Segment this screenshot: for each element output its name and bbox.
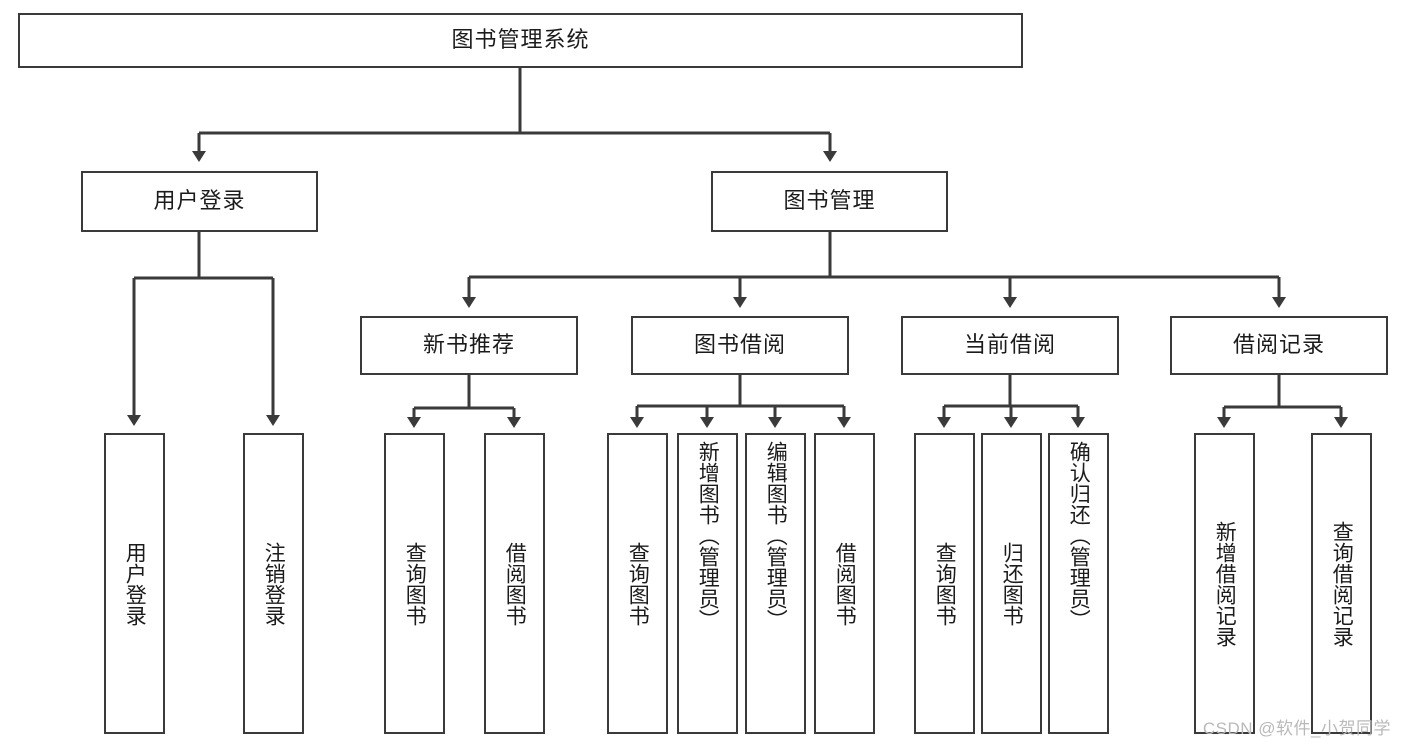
node-label: 新书推荐 xyxy=(422,332,515,358)
leaf-label: 查询图书 xyxy=(933,541,957,626)
leaf-new-book-query[interactable]: 查询图书 xyxy=(384,433,445,734)
leaf-label: 查询图书 xyxy=(403,541,427,626)
leaf-user-login-logout[interactable]: 注销登录 xyxy=(243,433,304,734)
node-current-borrow[interactable]: 当前借阅 xyxy=(901,316,1119,375)
node-label: 图书借阅 xyxy=(693,332,786,358)
leaf-user-login-login[interactable]: 用户登录 xyxy=(104,433,165,734)
leaf-book-borrow-add[interactable]: 新增图书（管理员） xyxy=(677,433,738,734)
leaf-label: 借阅图书 xyxy=(503,541,527,626)
leaf-book-borrow-query[interactable]: 查询图书 xyxy=(607,433,668,734)
node-label: 图书管理 xyxy=(783,188,876,214)
leaf-borrow-record-query[interactable]: 查询借阅记录 xyxy=(1311,433,1372,734)
node-label: 当前借阅 xyxy=(963,332,1056,358)
leaf-label: 用户登录 xyxy=(123,541,147,626)
leaf-label: 查询借阅记录 xyxy=(1330,520,1354,647)
leaf-label: 注销登录 xyxy=(262,541,286,626)
leaf-current-borrow-confirm-return[interactable]: 确认归还（管理员） xyxy=(1048,433,1109,734)
node-book-borrow[interactable]: 图书借阅 xyxy=(631,316,849,375)
node-book-management[interactable]: 图书管理 xyxy=(711,171,948,232)
node-new-book-recommend[interactable]: 新书推荐 xyxy=(360,316,578,375)
leaf-book-borrow-borrow[interactable]: 借阅图书 xyxy=(814,433,875,734)
node-label: 图书管理系统 xyxy=(451,27,590,53)
node-user-login[interactable]: 用户登录 xyxy=(81,171,318,232)
node-label: 借阅记录 xyxy=(1232,332,1325,358)
leaf-new-book-borrow[interactable]: 借阅图书 xyxy=(484,433,545,734)
leaf-borrow-record-add[interactable]: 新增借阅记录 xyxy=(1194,433,1255,734)
leaf-label: 借阅图书 xyxy=(833,541,857,626)
node-label: 用户登录 xyxy=(153,188,246,214)
leaf-label: 新增图书（管理员） xyxy=(696,441,720,630)
leaf-label: 新增借阅记录 xyxy=(1213,520,1237,647)
leaf-label: 查询图书 xyxy=(626,541,650,626)
node-borrow-record[interactable]: 借阅记录 xyxy=(1170,316,1388,375)
leaf-current-borrow-return[interactable]: 归还图书 xyxy=(981,433,1042,734)
leaf-label: 编辑图书（管理员） xyxy=(764,441,788,630)
leaf-label: 确认归还（管理员） xyxy=(1067,441,1091,630)
leaf-book-borrow-edit[interactable]: 编辑图书（管理员） xyxy=(745,433,806,734)
leaf-current-borrow-query[interactable]: 查询图书 xyxy=(914,433,975,734)
node-root-system[interactable]: 图书管理系统 xyxy=(18,13,1023,68)
leaf-label: 归还图书 xyxy=(1000,541,1024,626)
watermark-text: CSDN @软件_小贺同学 xyxy=(1202,719,1391,738)
